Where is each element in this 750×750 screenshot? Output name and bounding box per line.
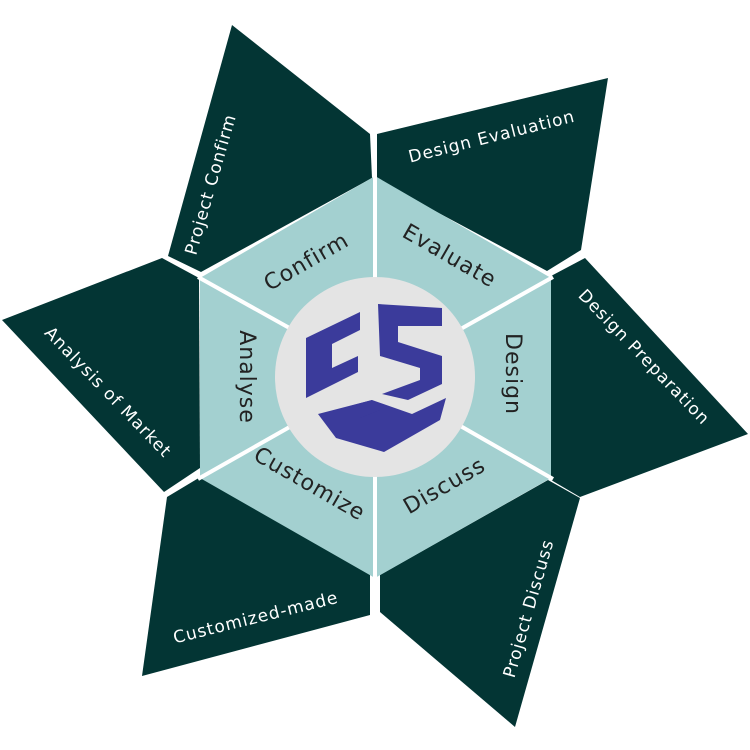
- petal-analysis-of-market: [2, 258, 200, 492]
- divider-lower-right: [449, 418, 554, 481]
- divider-lower-left: [197, 418, 303, 481]
- petals-group: [2, 25, 748, 727]
- company-logo-mark: [306, 304, 446, 452]
- petal-project-discuss: [380, 480, 580, 727]
- petal-customized-made: [142, 476, 370, 676]
- logo-bottom-face: [318, 398, 446, 452]
- petal-design-evaluation: [377, 78, 608, 271]
- divider-upper-right: [449, 275, 554, 337]
- inner-label-analyse: Analyse: [234, 330, 259, 424]
- petal-project-confirm: [168, 25, 372, 272]
- divider-upper-left: [197, 275, 303, 337]
- logo-small-block: [350, 400, 380, 418]
- inner-label-design: Design: [500, 333, 525, 415]
- logo-s-shape: [378, 304, 442, 400]
- logo-left-face: [306, 312, 360, 398]
- petal-design-preparation: [551, 258, 748, 497]
